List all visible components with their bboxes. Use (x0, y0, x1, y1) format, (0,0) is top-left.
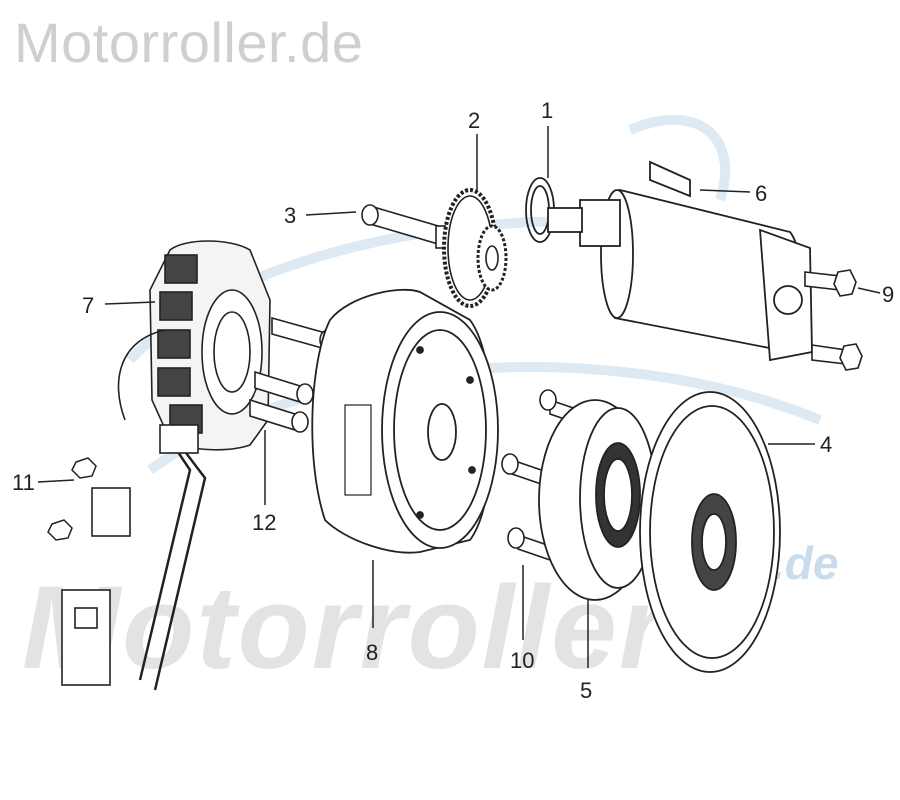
callout-6: 6 (755, 181, 767, 206)
watermark-suffix: .de (772, 537, 839, 589)
callout-3: 3 (284, 203, 296, 228)
watermark-header: Motorroller.de (14, 11, 364, 74)
stator-part (61, 240, 271, 691)
small-bolts-part (47, 457, 97, 541)
leader-lines (37, 126, 881, 668)
callout-4: 4 (820, 432, 832, 457)
callout-numbers: 1 2 3 4 5 6 7 8 9 10 11 12 (12, 98, 894, 703)
watermark-large: Motorroller (22, 562, 667, 694)
starter-clutch-part (538, 399, 657, 601)
idler-gear-part (442, 188, 508, 308)
callout-1: 1 (541, 98, 553, 123)
callout-7: 7 (82, 293, 94, 318)
callout-2: 2 (468, 108, 480, 133)
callout-8: 8 (366, 640, 378, 665)
starter-motor-part (547, 160, 813, 362)
starter-driven-gear-part (639, 391, 781, 673)
callout-5: 5 (580, 678, 592, 703)
callout-10: 10 (510, 648, 534, 673)
flywheel-part (311, 288, 499, 554)
callout-9: 9 (882, 282, 894, 307)
callout-12: 12 (252, 510, 276, 535)
motor-bolts-part (804, 269, 863, 371)
callout-11: 11 (12, 470, 35, 495)
